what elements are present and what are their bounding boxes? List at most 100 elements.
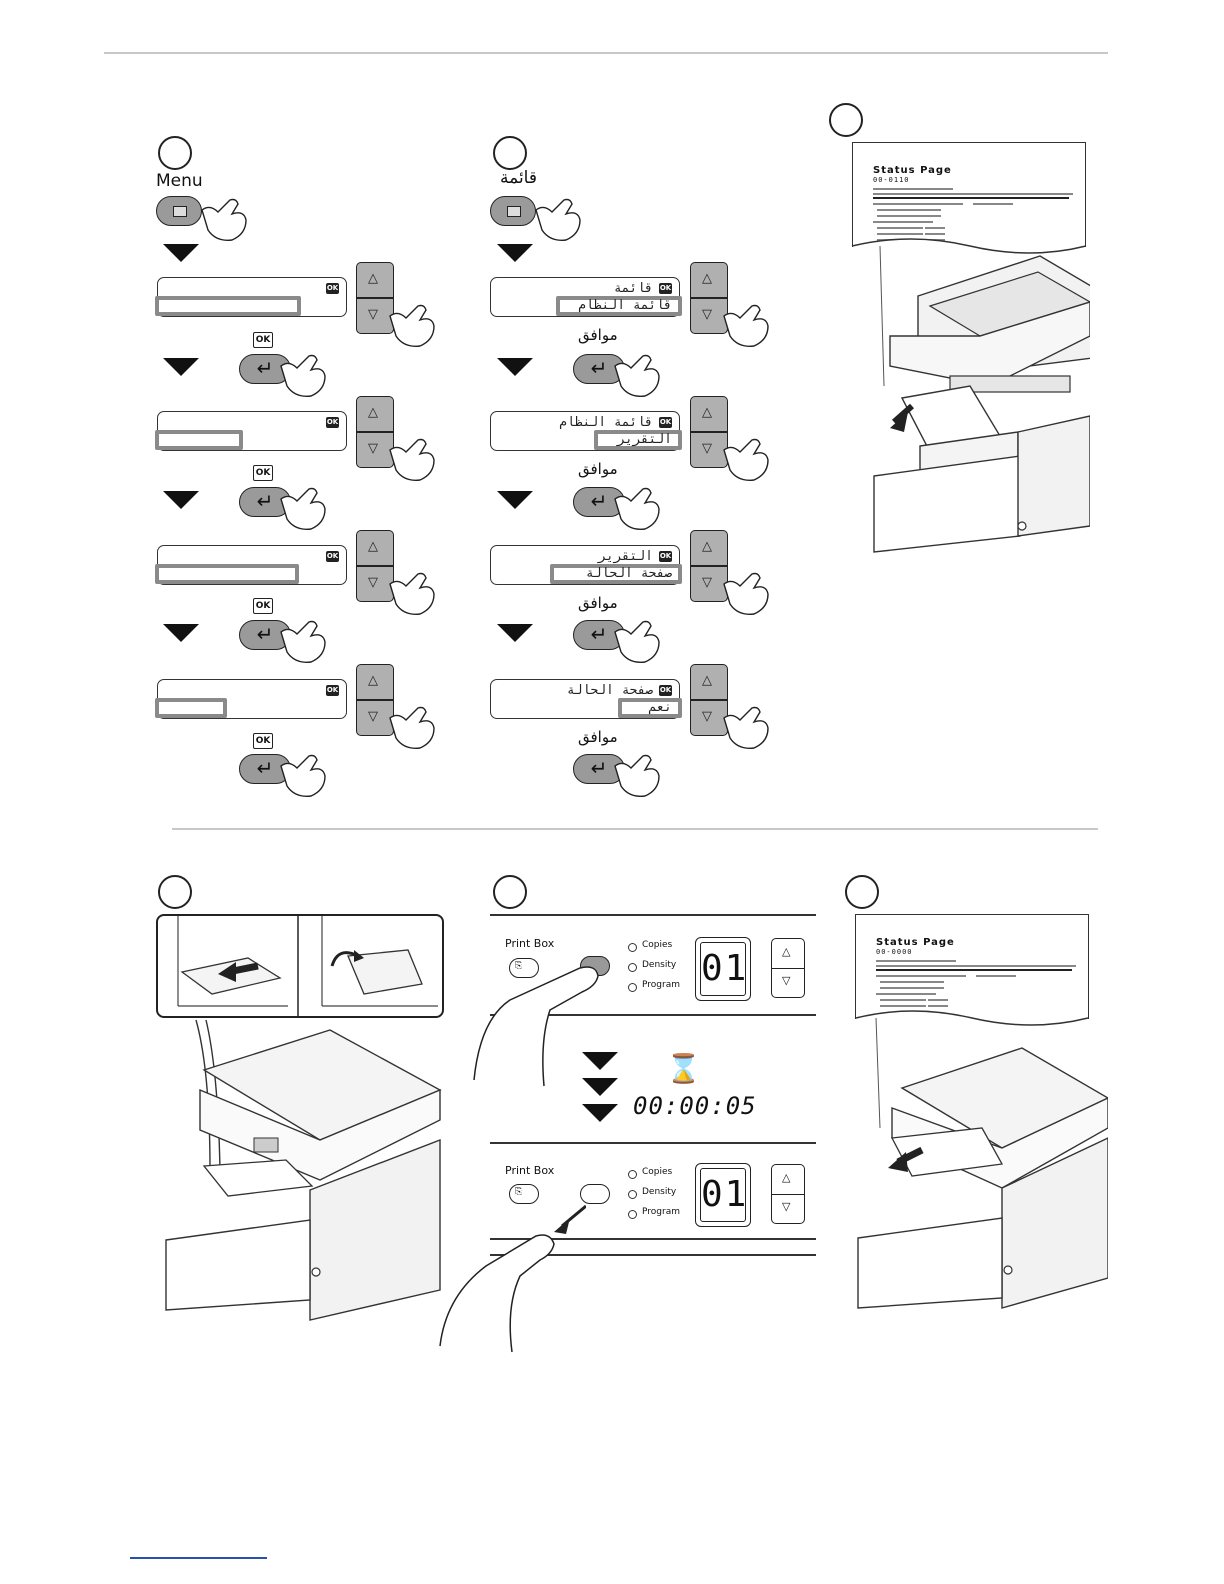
pointing-hand-icon [614,754,660,797]
lamp-density-label: Density [642,1187,677,1197]
print-box-label: Print Box [505,1164,555,1177]
down-arrow-icon: ▽ [368,709,378,724]
down-arrow-icon: ▽ [702,575,712,590]
finger-release-icon [439,1204,586,1353]
arrow-down-icon [163,624,199,642]
lcd-screen: OK [155,545,347,585]
up-arrow-icon: △ [368,673,378,688]
panel-edge [490,1142,816,1144]
print-box-key[interactable]: ⎘ [509,958,539,978]
arrow-down-icon [163,491,199,509]
print-box-key[interactable]: ⎘ [509,1184,539,1204]
up-arrow-icon: △ [782,1171,791,1184]
lamp-density [628,1190,637,1199]
down-arrow-icon: ▽ [702,441,712,456]
lcd-screen: OK [155,679,347,719]
up-arrow-icon: △ [702,271,712,286]
pointing-hand-icon [389,438,435,481]
lamp-density-label: Density [642,960,677,970]
arrow-down-icon [582,1052,618,1070]
up-down-keys[interactable]: △▽ [690,664,728,736]
up-down-keys[interactable]: △▽ [690,396,728,468]
status-page-title: Status Page [873,165,952,176]
top-divider [104,52,1108,54]
up-down-keys[interactable]: △▽ [690,530,728,602]
lcd-selection: قائمة النظام [556,296,682,316]
arrow-down-icon [497,358,533,376]
step-circle-e [493,875,527,909]
arrow-down-icon [497,244,533,262]
ok-caption-ar: موافق [578,326,618,344]
pointing-hand-icon [614,487,660,530]
lcd-line1: قائمة النظام [559,415,653,430]
up-down-keys[interactable]: △▽ [356,530,394,602]
arrow-down-icon [497,491,533,509]
arrow-down-icon [582,1104,618,1122]
pointing-hand-icon [280,487,326,530]
arrow-down-icon [163,244,199,262]
step-circle-b [493,136,527,170]
pointing-hand-icon [280,620,326,663]
lamp-program-label: Program [642,980,680,990]
step-circle-f [845,875,879,909]
pointing-hand-icon [723,438,769,481]
panel-edge [490,1014,816,1016]
pointing-hand-icon [723,572,769,615]
ok-caption: OK [253,733,273,749]
menu-label-ar: قائمة [500,168,537,188]
up-down-keys[interactable]: △▽ [690,262,728,334]
menu-label: Menu [156,171,203,191]
ok-badge: OK [326,685,339,696]
down-arrow-icon: ▽ [702,709,712,724]
display-value: 01 [700,942,746,996]
finger-press-icon [473,966,599,1087]
pointing-hand-icon [614,354,660,397]
middle-divider [172,828,1098,830]
up-down-keys[interactable]: △▽ [356,664,394,736]
pointing-hand-icon [280,354,326,397]
enter-button[interactable]: ↵ [573,620,625,650]
up-down-keys[interactable]: △▽ [356,262,394,334]
panel-edge [490,1254,816,1256]
lcd-selection [155,296,301,316]
lamp-program-label: Program [642,1207,680,1217]
arrow-down-icon [497,624,533,642]
lcd-screen: OK [155,411,347,451]
down-arrow-icon: ▽ [702,307,712,322]
ok-badge: OK [659,685,672,696]
lcd-screen: OK صفحة الحالة نعم [490,679,682,719]
status-button-released[interactable] [580,1184,610,1204]
lamp-copies-label: Copies [642,1167,673,1177]
up-down-keys[interactable]: △▽ [771,1164,805,1224]
mfp-output-illustration [855,1010,1108,1309]
arrow-down-icon [582,1078,618,1096]
lcd-selection: التقرير [594,430,682,450]
lamp-density [628,963,637,972]
pointing-hand-icon [535,198,581,241]
lamp-copies [628,943,637,952]
down-arrow-icon: ▽ [782,974,791,987]
lamp-copies [628,1170,637,1179]
up-arrow-icon: △ [702,673,712,688]
pointing-hand-icon [723,706,769,749]
lcd-line1: قائمة [613,281,653,296]
mfp-illustration [165,1019,442,1321]
footer-rule [130,1557,267,1559]
ok-caption-ar: موافق [578,594,618,612]
lcd-line1: التقرير [598,549,653,564]
ok-caption: OK [253,598,273,614]
menu-button[interactable] [156,196,202,226]
up-down-keys[interactable]: △▽ [771,938,805,998]
menu-icon [173,206,187,217]
pointing-hand-icon [614,620,660,663]
print-box-icon: ⎘ [515,1187,523,1197]
panel-edge [490,914,816,916]
up-down-keys[interactable]: △▽ [356,396,394,468]
menu-button[interactable] [490,196,536,226]
lamp-copies-label: Copies [642,940,673,950]
status-page-subtitle: 00-0110 [873,176,910,184]
status-page-subtitle: 00-0000 [876,948,913,956]
print-box-label: Print Box [505,937,555,950]
pointing-hand-icon [389,304,435,347]
panel-edge [490,1238,816,1240]
